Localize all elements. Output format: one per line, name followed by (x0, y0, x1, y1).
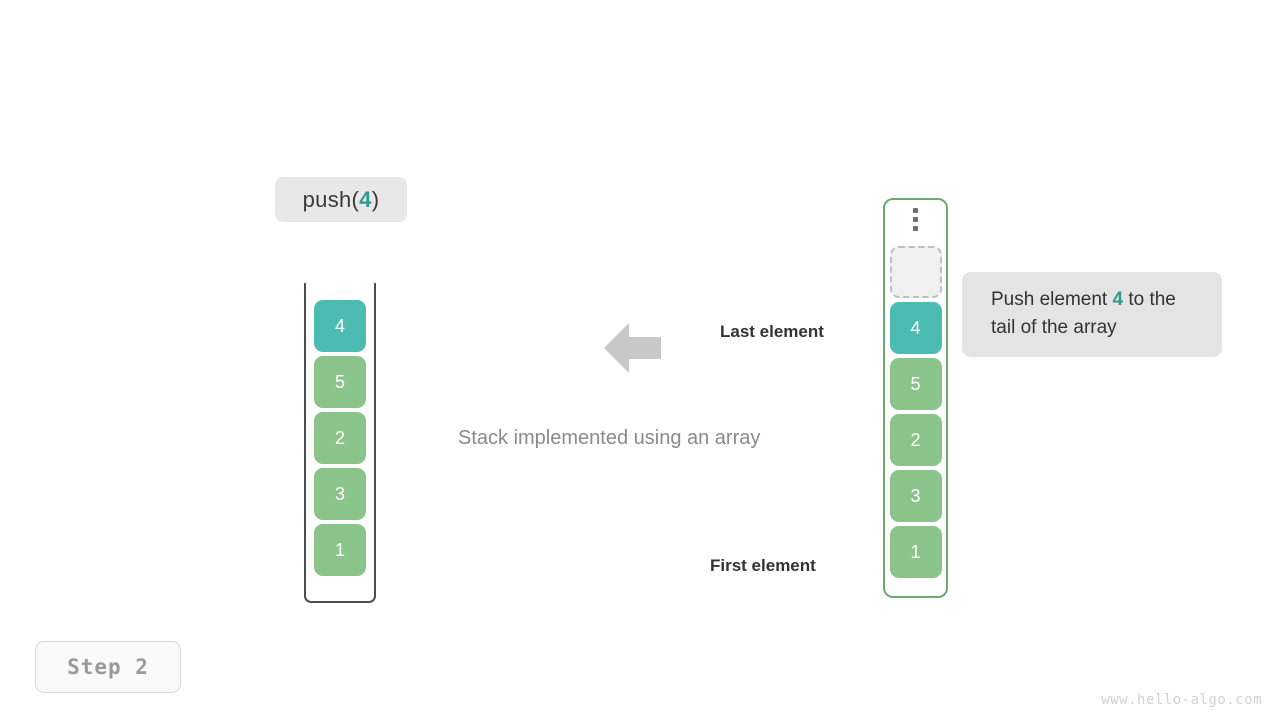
stack-cell: 5 (314, 356, 366, 408)
step-badge: Step 2 (35, 641, 181, 693)
stack-walls (304, 283, 376, 603)
note-text-before: Push element (991, 289, 1113, 310)
array-container: 4 5 2 3 1 (883, 198, 948, 598)
array-cell: 5 (889, 358, 942, 410)
stack-cell: 2 (314, 412, 366, 464)
array-cell: 3 (889, 470, 942, 522)
operation-prefix: push( (302, 186, 360, 212)
array-cell: 1 (889, 526, 942, 578)
array-cell: 4 (889, 302, 942, 354)
array-items: 4 5 2 3 1 (885, 246, 946, 578)
last-element-label: Last element (720, 322, 824, 341)
note-text-after: to (1123, 289, 1145, 310)
ellipsis-dot (913, 208, 918, 213)
stack-container: 4 5 2 3 1 (304, 283, 376, 603)
ellipsis-dot (913, 226, 918, 231)
note-text-line2: the tail of the array (991, 289, 1176, 338)
stack-cell: 4 (314, 300, 366, 352)
ellipsis-dot (913, 217, 918, 222)
array-cell: 2 (889, 414, 942, 466)
operation-value: 4 (359, 186, 372, 212)
note-accent-value: 4 (1112, 289, 1124, 310)
array-empty-slot (889, 246, 942, 298)
watermark: www.hello-algo.com (1101, 692, 1262, 708)
operation-suffix: ) (371, 186, 380, 212)
stack-items: 4 5 2 3 1 (304, 300, 376, 576)
push-note-callout: Push element 4 to the tail of the array (962, 272, 1222, 358)
stack-cell: 1 (314, 524, 366, 576)
left-arrow-icon (603, 318, 663, 378)
operation-label: push(4) (275, 177, 407, 222)
stack-caption: Stack implemented using an array (458, 427, 761, 449)
first-element-label: First element (710, 556, 816, 575)
vertical-ellipsis-icon (885, 208, 946, 231)
stack-cell: 3 (314, 468, 366, 520)
